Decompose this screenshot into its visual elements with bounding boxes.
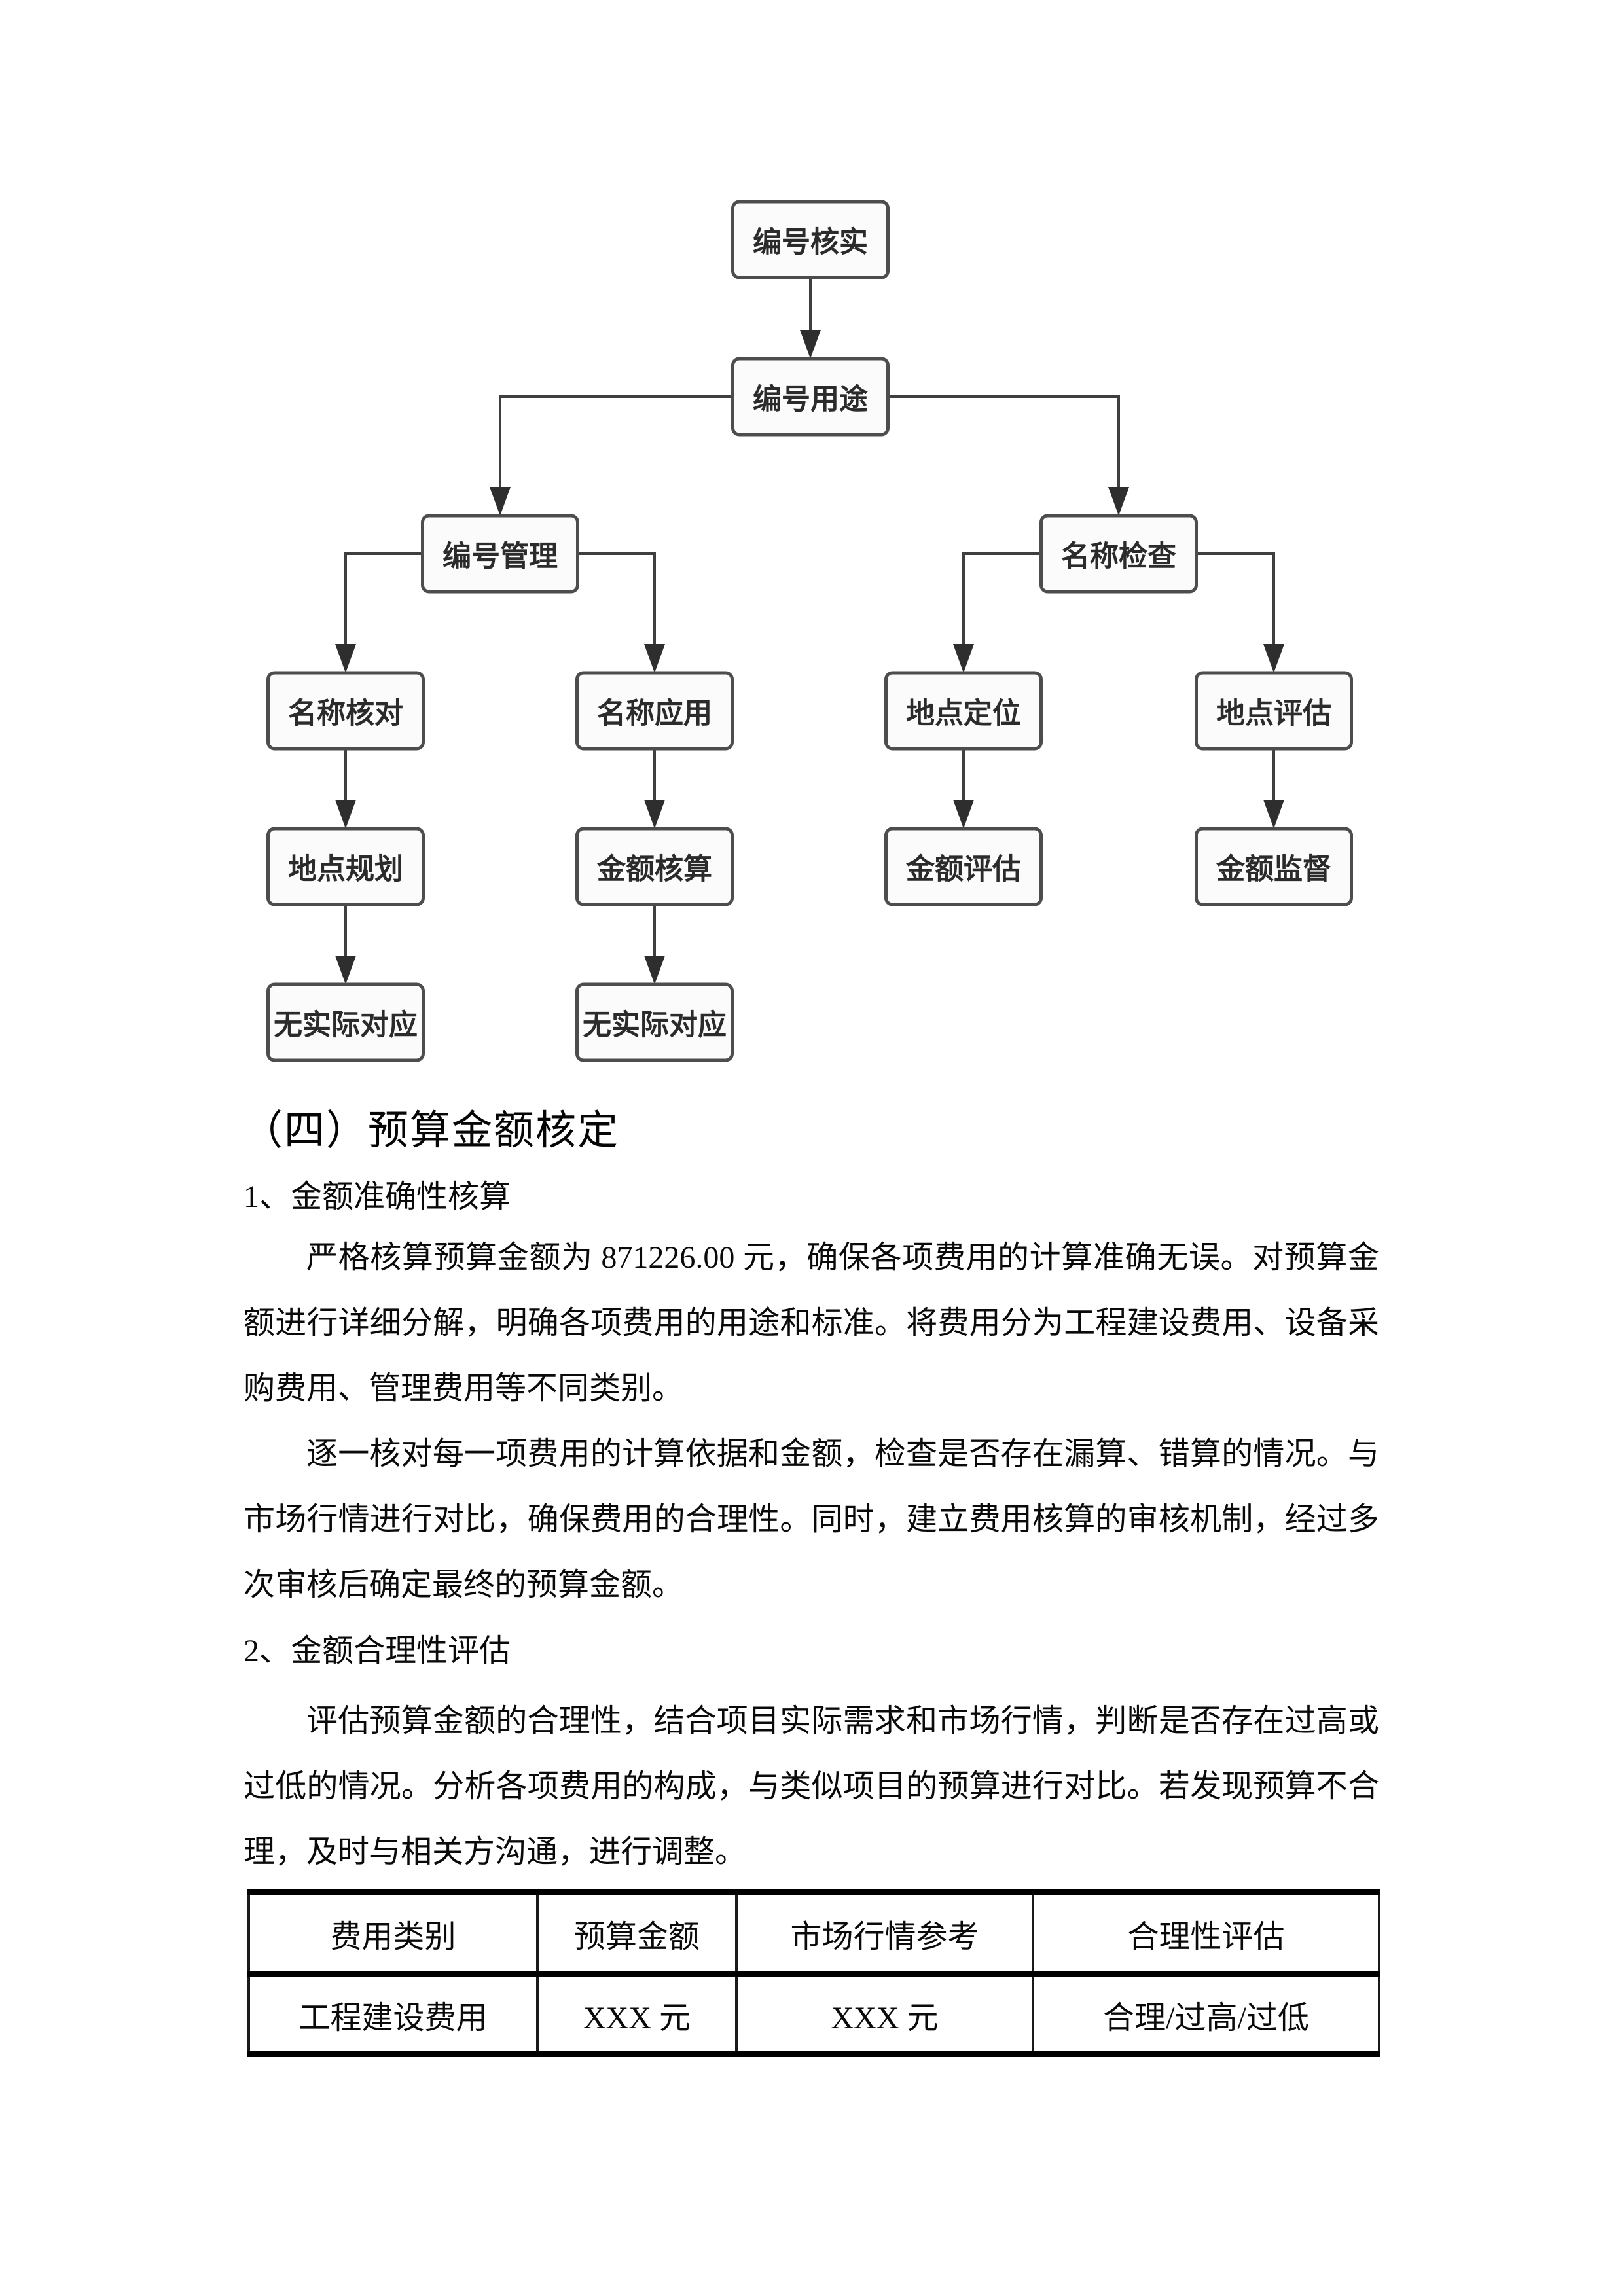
flow-node-n6: 名称应用 [575,671,734,751]
arrowhead-icon [1263,644,1284,673]
flow-node-label: 编号核实 [753,226,868,259]
flow-node-n2: 编号用途 [731,357,890,437]
arrowhead-icon [490,487,511,516]
flow-edge-n3-n6 [577,552,656,666]
flow-node-n13: 无实际对应 [266,982,425,1062]
arrowhead-icon [953,800,974,829]
flow-node-n7: 地点定位 [884,671,1043,751]
paragraph-3: 评估预算金额的合理性，结合项目实际需求和市场行情，判断是否存在过高或过低的情况。… [244,1704,1379,1869]
arrowhead-icon [335,956,356,984]
subsection-2-heading: 2、金额合理性评估 [244,1634,511,1668]
flow-node-n4: 名称检查 [1039,514,1198,594]
flow-node-box [266,982,425,1062]
flow-node-n10: 金额核算 [575,827,734,906]
flow-node-label: 地点定位 [906,698,1021,730]
budget-table-header-cell: 预算金额 [536,1892,738,1975]
flow-node-label: 金额监督 [1216,853,1331,886]
flow-node-label: 金额核算 [596,853,712,886]
section-heading: （四）预算金额核定 [242,1109,620,1153]
budget-table-header-cell: 合理性评估 [1032,1892,1380,1975]
flow-node-n1: 编号核实 [731,200,890,279]
flow-node-n11: 金额评估 [884,827,1043,906]
flow-node-label: 名称检查 [1061,541,1176,573]
flow-node-label: 地点规划 [288,853,403,886]
flow-node-label: 编号用途 [753,384,868,416]
flow-node-n3: 编号管理 [421,514,579,594]
flow-edge-n2-n4 [888,395,1120,509]
flow-node-label: 地点评估 [1216,698,1331,730]
flow-node-box [1195,671,1353,751]
flow-node-label: 无实际对应 [583,1009,727,1041]
arrowhead-icon [644,800,665,829]
flow-node-label: 名称应用 [597,698,712,730]
flow-node-box [575,671,734,751]
budget-table-cell: XXX 元 [735,1974,1034,2054]
budget-table-cell: 合理/过高/过低 [1032,1974,1380,2054]
flow-node-box [1195,827,1353,906]
budget-table-cell: 工程建设费用 [247,1974,539,2054]
paragraph-2: 逐一核对每一项费用的计算依据和金额，检查是否存在漏算、错算的情况。与市场行情进行… [244,1437,1379,1602]
flow-node-box [731,357,890,437]
flow-edge-n3-n5 [344,552,423,666]
flow-node-box [1039,514,1198,594]
flow-node-box [266,671,425,751]
subsection-1-heading: 1、金额准确性核算 [244,1179,511,1214]
budget-table-header-cell: 市场行情参考 [735,1892,1034,1975]
paragraph-1: 严格核算预算金额为 871226.00 元，确保各项费用的计算准确无误。对预算金… [244,1240,1379,1406]
flow-edge-n4-n8 [1196,552,1275,666]
arrowhead-icon [1108,487,1129,516]
flow-edge-n4-n7 [962,552,1041,666]
arrowhead-icon [1263,800,1284,829]
flow-node-box [575,827,734,906]
flow-node-label: 名称核对 [288,698,403,730]
flow-node-box [575,982,734,1062]
flow-node-box [884,827,1043,906]
budget-table-header-row: 费用类别预算金额市场行情参考合理性评估 [247,1892,1380,1975]
flow-node-label: 无实际对应 [274,1009,418,1041]
flow-node-n9: 地点规划 [266,827,425,906]
budget-table-cell: XXX 元 [536,1974,738,2054]
flow-node-label: 金额评估 [905,853,1021,886]
arrowhead-icon [644,956,665,984]
budget-table-header-cell: 费用类别 [247,1892,539,1975]
flow-node-label: 编号管理 [442,541,558,573]
flow-node-box [266,827,425,906]
arrowhead-icon [335,800,356,829]
flow-edge-n2-n3 [499,395,733,509]
arrowhead-icon [953,644,974,673]
flow-node-n8: 地点评估 [1195,671,1353,751]
arrowhead-icon [335,644,356,673]
flow-node-n5: 名称核对 [266,671,425,751]
flow-node-n12: 金额监督 [1195,827,1353,906]
flow-node-n14: 无实际对应 [575,982,734,1062]
flow-node-box [731,200,890,279]
arrowhead-icon [644,644,665,673]
flow-node-box [421,514,579,594]
arrowhead-icon [800,330,821,359]
flow-node-box [884,671,1043,751]
